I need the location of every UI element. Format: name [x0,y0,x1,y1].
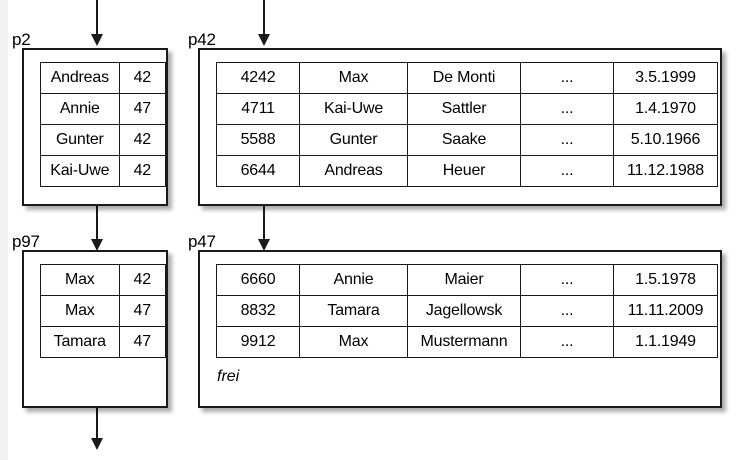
cell-lastname: Mustermann [407,326,521,358]
page-left-margin [0,0,8,460]
cell-firstname: Max [299,326,408,358]
cell-key: Annie [40,93,120,125]
table-row[interactable]: Tamara 47 [40,326,167,358]
table-row[interactable]: 5588 Gunter Saake ... 5.10.1966 [216,124,718,156]
cell-id: 6644 [216,155,300,187]
cell-page: 47 [118,326,167,358]
node-label-p97: p97 [12,232,40,251]
cell-key: Andreas [40,62,120,94]
cell-id: 6660 [216,264,300,296]
table-row[interactable]: Gunter 42 [40,124,167,156]
cell-lastname: Maier [407,264,521,296]
cell-date: 5.10.1966 [613,124,718,156]
cell-date: 1.5.1978 [613,264,718,296]
cell-lastname: Jagellowsk [407,295,521,327]
table-row[interactable]: Annie 47 [40,93,167,125]
cell-id: 4711 [216,93,300,125]
cell-page: 47 [118,295,167,327]
table-row[interactable]: 8832 Tamara Jagellowsk ... 11.11.2009 [216,295,718,327]
cell-key: Gunter [40,124,120,156]
node-p42[interactable]: 4242 Max De Monti ... 3.5.1999 4711 Kai-… [198,48,722,206]
cell-firstname: Tamara [299,295,408,327]
cell-page: 42 [118,62,167,94]
table-row[interactable]: Kai-Uwe 42 [40,155,167,187]
cell-ellipsis: ... [520,295,614,327]
cell-id: 5588 [216,124,300,156]
cell-lastname: De Monti [407,62,521,94]
node-label-p47: p47 [188,232,216,251]
cell-page: 42 [118,264,167,296]
table-row[interactable]: 6644 Andreas Heuer ... 11.12.1988 [216,155,718,187]
cell-page: 42 [118,124,167,156]
cell-id: 9912 [216,326,300,358]
cell-ellipsis: ... [520,264,614,296]
table-p42: 4242 Max De Monti ... 3.5.1999 4711 Kai-… [216,62,718,187]
table-row[interactable]: 4242 Max De Monti ... 3.5.1999 [216,62,718,94]
cell-ellipsis: ... [520,62,614,94]
table-row[interactable]: Max 42 [40,264,167,296]
table-row[interactable]: Max 47 [40,295,167,327]
table-row[interactable]: 6660 Annie Maier ... 1.5.1978 [216,264,718,296]
cell-id: 8832 [216,295,300,327]
cell-ellipsis: ... [520,155,614,187]
node-p47[interactable]: 6660 Annie Maier ... 1.5.1978 8832 Tamar… [198,250,722,408]
cell-page: 42 [118,155,167,187]
node-label-p2: p2 [12,30,31,49]
table-row[interactable]: 9912 Max Mustermann ... 1.1.1949 [216,326,718,358]
cell-date: 3.5.1999 [613,62,718,94]
free-space-label: frei [217,368,240,385]
node-label-p42: p42 [188,30,216,49]
cell-ellipsis: ... [520,124,614,156]
cell-firstname: Annie [299,264,408,296]
cell-id: 4242 [216,62,300,94]
cell-lastname: Heuer [407,155,521,187]
cell-firstname: Max [299,62,408,94]
cell-ellipsis: ... [520,326,614,358]
table-p97: Max 42 Max 47 Tamara 47 [40,264,167,358]
cell-firstname: Gunter [299,124,408,156]
cell-date: 1.1.1949 [613,326,718,358]
cell-ellipsis: ... [520,93,614,125]
cell-key: Max [40,295,120,327]
table-row[interactable]: 4711 Kai-Uwe Sattler ... 1.4.1970 [216,93,718,125]
cell-lastname: Sattler [407,93,521,125]
node-p97[interactable]: Max 42 Max 47 Tamara 47 [22,250,168,408]
cell-key: Kai-Uwe [40,155,120,187]
node-p2[interactable]: Andreas 42 Annie 47 Gunter 42 Kai-Uwe 42 [22,48,168,206]
cell-key: Max [40,264,120,296]
cell-date: 11.12.1988 [613,155,718,187]
table-row[interactable]: Andreas 42 [40,62,167,94]
cell-key: Tamara [40,326,120,358]
cell-firstname: Andreas [299,155,408,187]
cell-date: 1.4.1970 [613,93,718,125]
cell-firstname: Kai-Uwe [299,93,408,125]
cell-date: 11.11.2009 [613,295,718,327]
table-p47: 6660 Annie Maier ... 1.5.1978 8832 Tamar… [216,264,718,358]
cell-page: 47 [118,93,167,125]
table-p2: Andreas 42 Annie 47 Gunter 42 Kai-Uwe 42 [40,62,167,187]
cell-lastname: Saake [407,124,521,156]
